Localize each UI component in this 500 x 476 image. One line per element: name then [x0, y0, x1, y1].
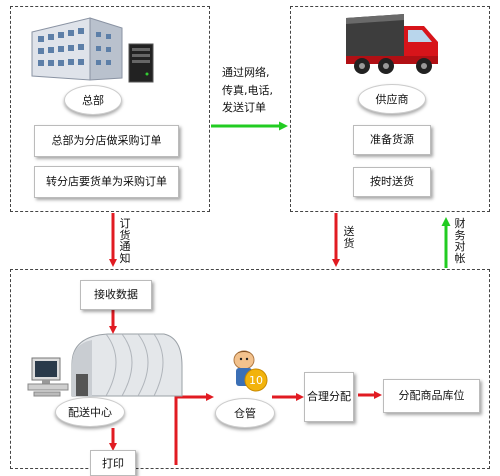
- hq-task-convert-order: 转分店要货单为采购订单: [34, 166, 179, 198]
- supplier-task-prepare: 准备货源: [353, 125, 431, 155]
- reconcile-label: 财务对帐: [454, 217, 466, 265]
- svg-text:10: 10: [249, 374, 263, 387]
- warehouse-dome-icon: [66, 330, 184, 406]
- supplier-panel: [290, 6, 490, 212]
- allocate-box: 合理分配: [304, 372, 354, 422]
- supplier-task-deliver: 按时送货: [353, 167, 431, 197]
- arrows-layer: [109, 121, 451, 465]
- supplier-label: 供应商: [358, 84, 426, 114]
- print-box: 打印: [90, 450, 136, 476]
- computer-icon: [26, 356, 70, 402]
- delivery-truck-icon: [342, 12, 444, 80]
- receive-data-box: 接收数据: [80, 280, 152, 310]
- order-channel-label: 通过网络,传真,电话,发送订单: [222, 66, 273, 115]
- warehouse-keeper-label: 仓管: [215, 398, 275, 428]
- delivery-label: 送货: [343, 225, 355, 250]
- server-tower-icon: [127, 42, 157, 88]
- allocate-location-box: 分配商品库位: [383, 379, 480, 413]
- distribution-center-label: 配送中心: [55, 397, 125, 427]
- order-notice-label: 订货通知: [119, 217, 131, 265]
- hq-task-purchase-order: 总部为分店做采购订单: [34, 125, 179, 157]
- headquarters-panel: [10, 6, 210, 212]
- office-building-icon: [30, 14, 125, 88]
- warehouse-keeper-icon: 10: [228, 348, 270, 402]
- headquarters-label: 总部: [64, 85, 122, 115]
- feed-to-warehouse-arrow: [174, 393, 214, 465]
